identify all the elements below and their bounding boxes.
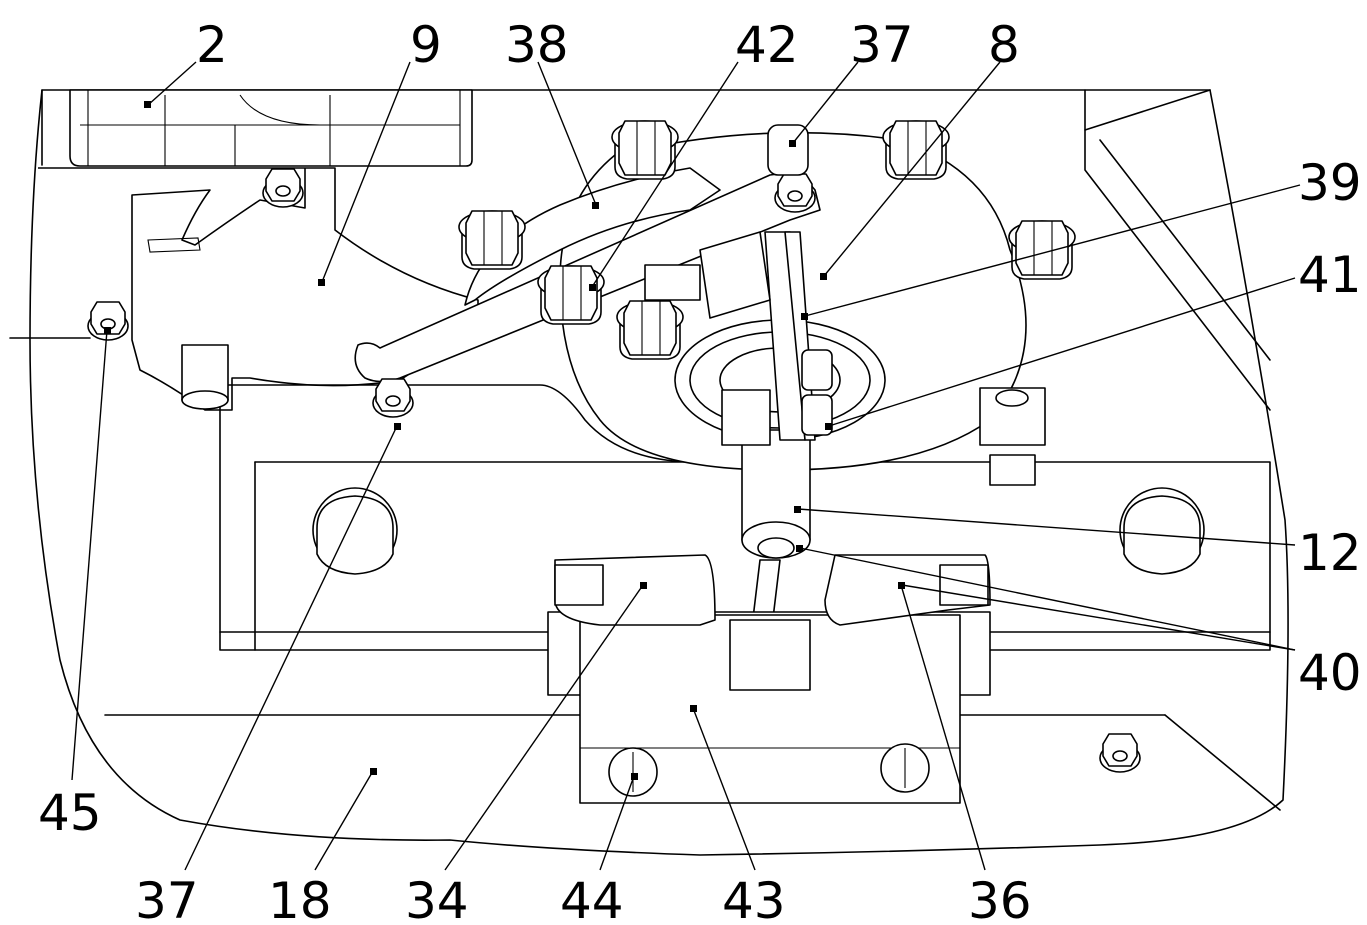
label-18-bottom: 18 bbox=[268, 872, 332, 925]
label-12-right: 12 bbox=[1298, 524, 1362, 582]
label-39-right: 39 bbox=[1298, 154, 1362, 212]
leader-lines bbox=[71, 61, 1301, 871]
shaft-12 bbox=[721, 231, 816, 661]
pin-right bbox=[979, 387, 1046, 486]
label-44-bottom: 44 bbox=[560, 872, 624, 925]
screw-42 bbox=[644, 231, 771, 319]
label-37-bottom: 37 bbox=[135, 872, 199, 925]
hex-nut-6 bbox=[458, 210, 526, 270]
reference-labels: 2 9 38 42 37 8 39 41 12 40 45 37 18 34 4… bbox=[38, 16, 1362, 925]
label-9-top: 9 bbox=[410, 16, 442, 74]
rail-cap-left bbox=[312, 487, 398, 575]
label-8-top: 8 bbox=[988, 16, 1020, 74]
hex-nut-2 bbox=[882, 120, 950, 180]
pin-nut-37-top bbox=[774, 173, 816, 213]
base-plate-outline bbox=[29, 89, 1289, 856]
top-block-2 bbox=[69, 89, 473, 167]
hex-nut-5 bbox=[616, 300, 684, 360]
label-38-top: 38 bbox=[505, 16, 569, 74]
label-34-bottom: 34 bbox=[405, 872, 469, 925]
clamp-block bbox=[547, 554, 991, 804]
small-nut-lever bbox=[262, 168, 304, 208]
label-36-bottom: 36 bbox=[968, 872, 1032, 925]
label-2-top: 2 bbox=[196, 16, 228, 74]
clamp-41 bbox=[801, 349, 833, 436]
nut-45 bbox=[87, 301, 129, 341]
label-40-right: 40 bbox=[1298, 644, 1362, 702]
pin-nut-37-left bbox=[372, 378, 414, 418]
label-42-top: 42 bbox=[735, 16, 799, 74]
label-43-bottom: 43 bbox=[722, 872, 786, 925]
hex-nut-4 bbox=[537, 265, 605, 325]
housing-right bbox=[1084, 89, 1271, 411]
label-45-left: 45 bbox=[38, 784, 102, 842]
label-41-right: 41 bbox=[1298, 246, 1362, 304]
label-37-top: 37 bbox=[850, 16, 914, 74]
hex-nut-3 bbox=[1008, 220, 1076, 280]
nut-right bbox=[1099, 733, 1141, 773]
rail-cap-right bbox=[1119, 487, 1205, 575]
